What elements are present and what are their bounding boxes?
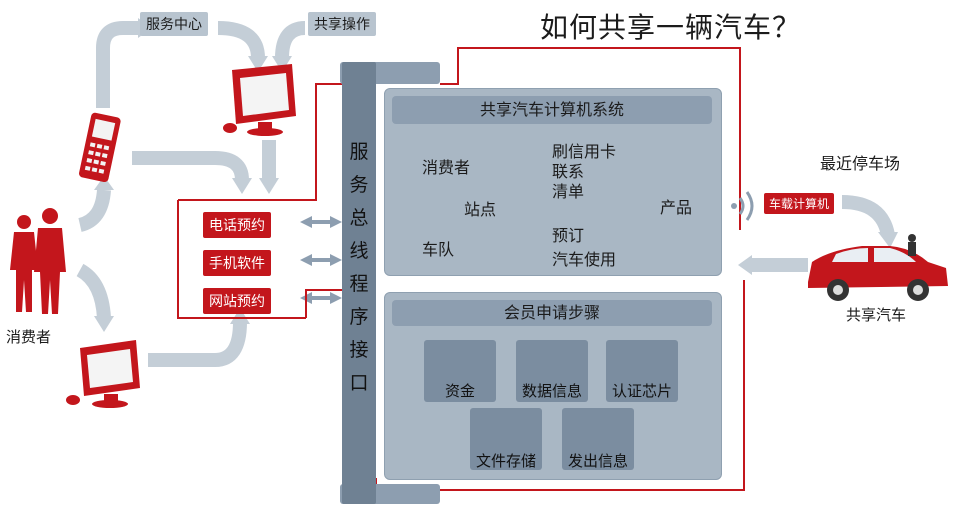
flow-arrow-phone-right <box>132 151 249 181</box>
node-contact: 联系 <box>552 162 585 181</box>
label-send-info: 发出信息 <box>567 452 628 470</box>
monitor-top <box>223 64 296 136</box>
channel-phone-booking[interactable]: 电话预约 <box>203 212 271 238</box>
label-funds: 资金 <box>444 382 475 400</box>
step-funds <box>424 340 496 402</box>
label-nearest-parking: 最近停车场 <box>820 154 901 173</box>
label-service-center: 服务中心 <box>140 12 208 36</box>
red-frame-left <box>177 200 306 319</box>
node-fleet: 车队 <box>422 240 455 259</box>
flow-arrow-onboard-to-car <box>841 195 895 237</box>
arrow-web-bus <box>300 292 342 304</box>
node-station: 站点 <box>464 200 497 219</box>
red-web-hook <box>305 289 342 318</box>
red-frame-top <box>440 47 741 230</box>
flow-arrow-phone-to-service <box>96 21 138 108</box>
label-share-ops: 共享操作 <box>308 12 376 36</box>
flow-arrow-people-pc <box>76 263 111 319</box>
label-consumer: 消费者 <box>6 328 52 346</box>
diagram-title: 如何共享一辆汽车？ <box>540 11 802 44</box>
label-file-storage: 文件存储 <box>475 452 536 470</box>
step-auth-chip <box>606 340 678 402</box>
mobile-phone <box>79 112 121 183</box>
flow-arrow-service-to-pc <box>217 21 265 59</box>
node-product: 产品 <box>660 198 693 217</box>
red-frame-left-top <box>178 83 342 201</box>
node-credit-card: 刷信用卡 <box>552 142 617 161</box>
consumer-people <box>10 208 66 314</box>
node-car-use: 汽车使用 <box>552 250 617 269</box>
signal-icon <box>738 191 754 221</box>
label-shared-car: 共享汽车 <box>846 306 907 324</box>
label-auth-chip: 认证芯片 <box>611 382 672 400</box>
flow-arrow-share-to-pc <box>275 21 306 59</box>
monitor-bottom <box>66 340 140 408</box>
shared-car <box>808 234 948 301</box>
arrow-phone-bus <box>300 216 342 228</box>
channel-web-booking[interactable]: 网站预约 <box>203 288 271 314</box>
flow-arrow-people-phone <box>77 189 111 232</box>
computer-system-title: 共享汽车计算机系统 <box>392 96 712 124</box>
step-file-storage <box>470 408 542 470</box>
membership-title: 会员申请步骤 <box>392 300 712 326</box>
step-data-info <box>516 340 588 402</box>
channel-mobile-app[interactable]: 手机软件 <box>203 250 271 276</box>
label-data-info: 数据信息 <box>521 382 582 400</box>
step-send-info <box>562 408 634 470</box>
label-onboard-computer: 车载计算机 <box>764 193 835 214</box>
node-bill: 清单 <box>552 182 585 201</box>
service-bus-interface: 服务总线程序接口 <box>342 62 376 504</box>
flow-arrow-pc-web <box>148 321 247 367</box>
node-consumer: 消费者 <box>422 158 471 177</box>
service-bus-label: 服务总线程序接口 <box>349 141 369 394</box>
arrow-app-bus <box>300 254 342 266</box>
node-reserve: 预订 <box>552 226 585 245</box>
